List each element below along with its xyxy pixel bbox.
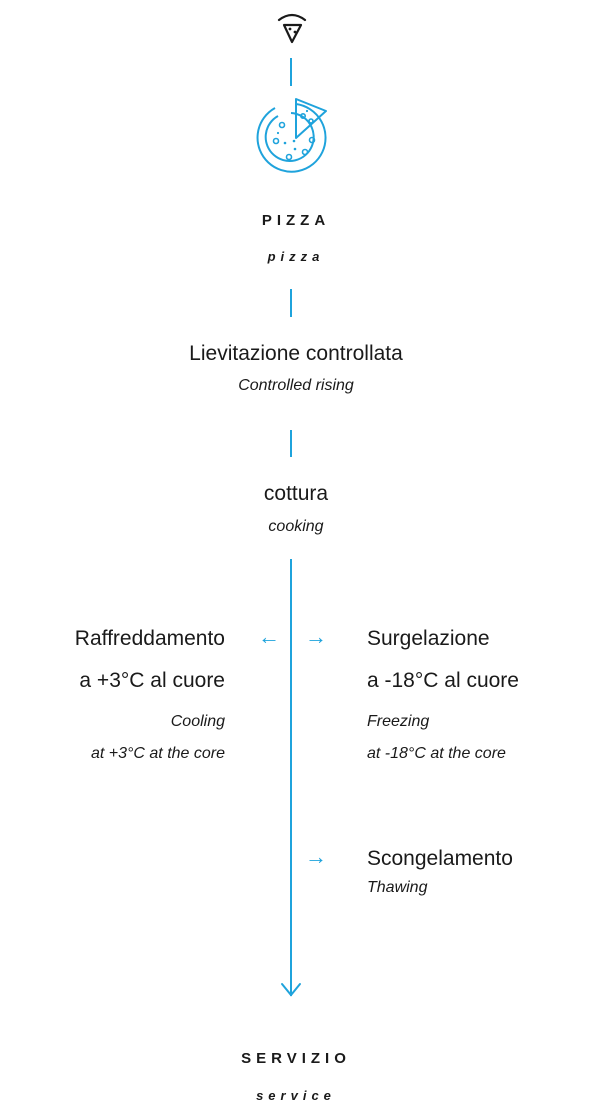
arrow-down-icon — [281, 983, 301, 997]
freezing-sub2: at -18°C at the core — [367, 745, 506, 762]
arrow-right-icon: → — [305, 624, 327, 649]
connector-line-1 — [290, 58, 292, 86]
cooling-block: Raffreddamento a +3°C al cuore Cooling a… — [75, 626, 225, 766]
step-rising-sublabel: Controlled rising — [238, 377, 354, 394]
step-cooking-label: cottura — [263, 482, 329, 505]
step-cooking-sublabel: cooking — [268, 518, 324, 535]
service-title: SERVIZIO — [241, 1050, 351, 1067]
thawing-sublabel: Thawing — [367, 879, 428, 896]
cooling-line1: Raffreddamento — [74, 627, 225, 650]
arrow-left-icon: ← — [258, 624, 280, 649]
pizza-subtitle: pizza — [267, 249, 325, 264]
arrow-right-thaw-icon: → — [305, 844, 327, 869]
wifi-pizza-icon — [277, 13, 307, 44]
pizza-title: PIZZA — [261, 212, 331, 229]
freezing-line1: Surgelazione — [367, 627, 490, 650]
connector-line-3 — [290, 430, 292, 457]
service-subtitle: service — [256, 1088, 336, 1103]
step-rising-label: Lievitazione controllata — [189, 342, 403, 365]
cooling-sub2: at +3°C at the core — [90, 745, 225, 762]
freezing-block: Surgelazione a -18°C al cuore Freezing a… — [367, 626, 519, 766]
cooling-sub1: Cooling — [170, 713, 225, 730]
freezing-line2: a -18°C al cuore — [367, 669, 519, 692]
main-flow-line — [290, 559, 292, 996]
cooling-line2: a +3°C al cuore — [79, 669, 225, 692]
thawing-label: Scongelamento — [367, 847, 513, 870]
freezing-sub1: Freezing — [367, 713, 430, 730]
thawing-block: Scongelamento Thawing — [367, 846, 513, 900]
connector-line-2 — [290, 289, 292, 317]
pizza-icon — [256, 98, 327, 173]
